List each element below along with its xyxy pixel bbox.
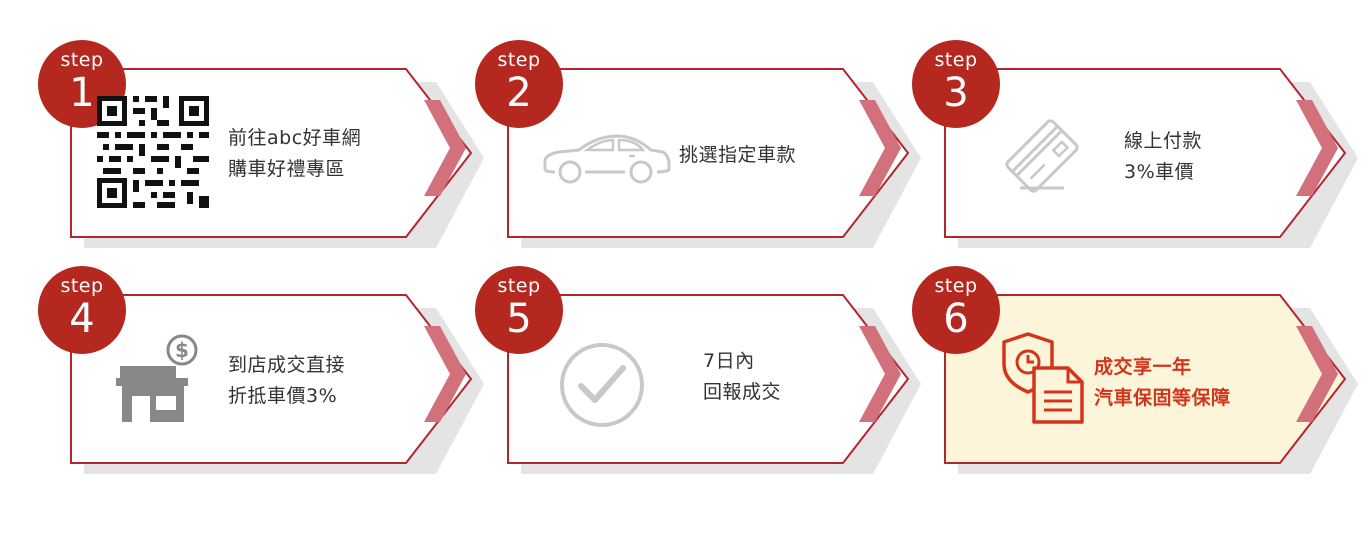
step-number: 1 (69, 70, 95, 116)
car-icon (543, 134, 671, 184)
qr-code-icon (97, 96, 209, 208)
step-text-line: 挑選指定車款 (679, 144, 797, 166)
step-badge: step 6 (912, 266, 1000, 354)
step-number: 4 (69, 296, 95, 342)
step-number: 5 (506, 296, 532, 342)
next-arrow-icon (424, 100, 466, 196)
step-text: 線上付款 3%車價 (1124, 126, 1202, 188)
step-text-line: 前往abc好車網 (228, 127, 362, 149)
step-badge: step 1 (38, 40, 126, 128)
next-arrow-icon (424, 326, 466, 422)
step-text-line: 購車好禮專區 (228, 158, 346, 180)
step-card-6: step 6 成交享一年 汽車保固等保障 (912, 266, 1358, 534)
step-badge: step 4 (38, 266, 126, 354)
step-text-line: 成交享一年 (1094, 356, 1192, 378)
step-card-4: step 4 $ 到店成交直接 折抵車價3% (38, 266, 484, 534)
step-badge: step 3 (912, 40, 1000, 128)
step-badge: step 2 (475, 40, 563, 128)
shield-document-icon (1002, 332, 1084, 424)
step-card-3: step 3 線上付款 3%車價 (912, 40, 1358, 308)
step-text: 挑選指定車款 (679, 140, 796, 171)
step-card-5: step 5 7日內 回報成交 (475, 266, 921, 534)
step-label: step (60, 49, 104, 71)
step-label: step (60, 275, 104, 297)
next-arrow-icon (1296, 326, 1338, 422)
step-text-line: 回報成交 (703, 381, 782, 403)
card-outline (507, 68, 921, 248)
store-dollar-icon: $ (116, 334, 198, 422)
step-number: 3 (943, 70, 969, 116)
step-text-line: 7日內 (703, 350, 755, 372)
step-text-line: 汽車保固等保障 (1094, 387, 1231, 409)
step-text: 到店成交直接 折抵車價3% (228, 350, 345, 412)
step-text: 前往abc好車網 購車好禮專區 (228, 123, 361, 185)
next-arrow-icon (859, 326, 901, 422)
step-label: step (934, 275, 978, 297)
step-card-1: step 1 前往abc好車網 購車好禮專區 (38, 40, 484, 308)
step-card-2: step 2 挑選指定車款 (475, 40, 921, 308)
step-badge: step 5 (475, 266, 563, 354)
svg-text:$: $ (175, 338, 189, 362)
step-text-line: 到店成交直接 (228, 354, 346, 376)
step-number: 6 (943, 296, 969, 342)
check-circle-icon (560, 343, 644, 427)
next-arrow-icon (859, 100, 901, 196)
step-text-line: 3%車價 (1124, 161, 1195, 183)
step-text: 成交享一年 汽車保固等保障 (1094, 352, 1231, 414)
step-label: step (934, 49, 978, 71)
credit-card-icon (1005, 119, 1079, 193)
step-label: step (497, 275, 541, 297)
next-arrow-icon (1296, 100, 1338, 196)
step-text-line: 折抵車價3% (228, 385, 338, 407)
step-text: 7日內 回報成交 (703, 346, 781, 408)
step-text-line: 線上付款 (1124, 130, 1203, 152)
step-label: step (497, 49, 541, 71)
step-number: 2 (506, 70, 532, 116)
card-outline (944, 68, 1358, 248)
